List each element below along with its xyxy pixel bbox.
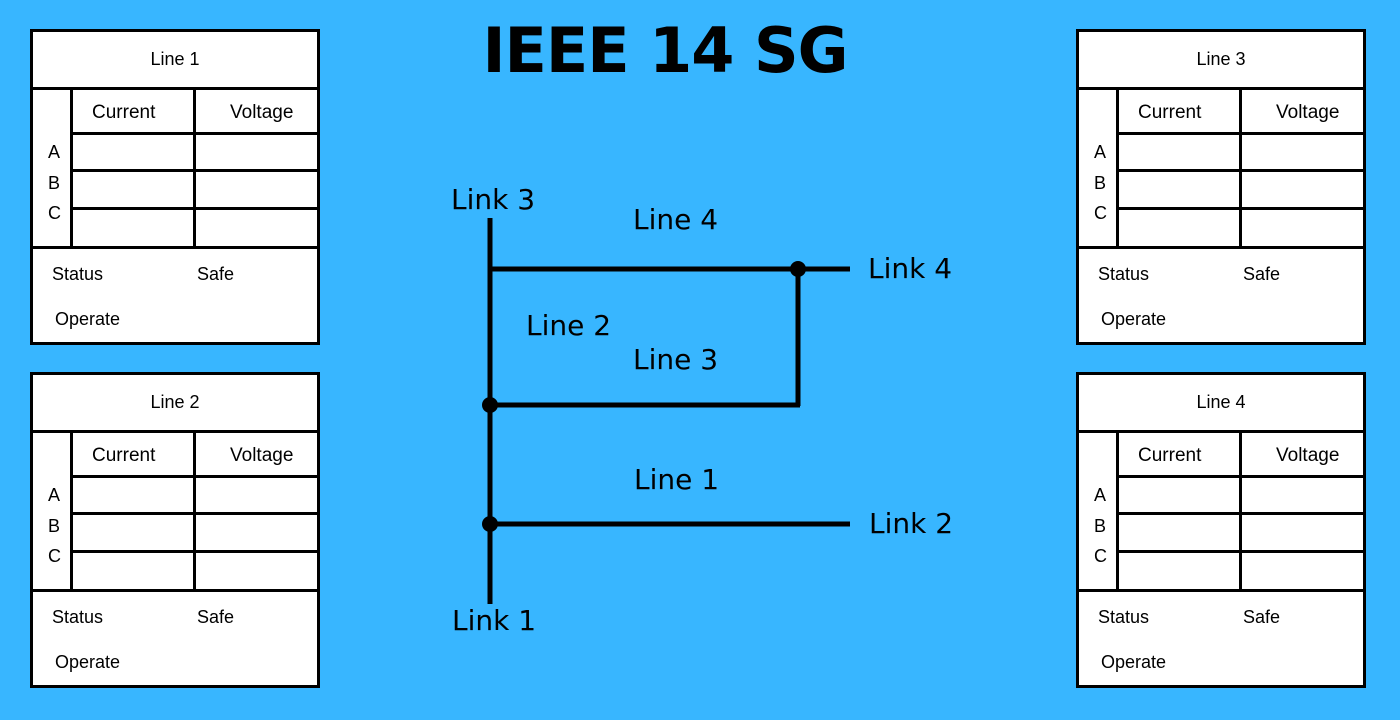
current-column-header: Current [1138, 445, 1202, 466]
table-divider [73, 550, 320, 553]
voltage-column-header: Voltage [230, 445, 294, 466]
status-value: Safe [1243, 264, 1281, 284]
current-column-header: Current [92, 445, 156, 466]
operate-button[interactable]: Operate [1101, 652, 1167, 672]
phase-a-label: A [48, 142, 61, 162]
status-area: Status Safe Operate [33, 589, 317, 688]
table-column-divider [1239, 90, 1242, 247]
line-4-label: Line 4 [633, 203, 719, 236]
line-1-label: Line 1 [634, 463, 720, 496]
table-column-divider [193, 433, 196, 590]
line-1-panel: Line 1 Current Voltage A B C Status Safe… [30, 29, 320, 345]
line-3-panel: Line 3 Current Voltage A B C Status Safe… [1076, 29, 1366, 345]
status-area: Status Safe Operate [1079, 246, 1363, 345]
phase-b-label: B [48, 516, 61, 536]
table-divider [1119, 475, 1366, 478]
status-label: Status [52, 607, 104, 627]
phase-column [1079, 90, 1119, 247]
status-area: Status Safe Operate [33, 246, 317, 345]
phase-b-label: B [1094, 173, 1107, 193]
voltage-column-header: Voltage [1276, 445, 1340, 466]
table-divider [1119, 512, 1366, 515]
page-title: IEEE 14 SG [482, 14, 848, 87]
phase-c-label: C [1094, 546, 1107, 566]
line-3-label: Line 3 [633, 343, 719, 376]
operate-button[interactable]: Operate [55, 652, 121, 672]
table-divider [73, 475, 320, 478]
panel-title: Line 1 [33, 32, 317, 90]
link-2-label: Link 2 [869, 507, 954, 540]
line-2-label: Line 2 [526, 309, 612, 342]
link-4-label: Link 4 [868, 252, 953, 285]
status-label: Status [52, 264, 104, 284]
table-divider [1119, 550, 1366, 553]
table-column-divider [1239, 433, 1242, 590]
phase-c-label: C [48, 546, 61, 566]
table-divider [1119, 207, 1366, 210]
phase-c-label: C [1094, 203, 1107, 223]
phase-column [33, 90, 73, 247]
table-divider [73, 207, 320, 210]
status-value: Safe [197, 607, 235, 627]
junction-node-line3 [482, 397, 498, 413]
phase-c-label: C [48, 203, 61, 223]
voltage-column-header: Voltage [1276, 102, 1340, 123]
phase-column [33, 433, 73, 590]
table-divider [1119, 132, 1366, 135]
phase-a-label: A [48, 485, 61, 505]
phase-a-label: A [1094, 485, 1107, 505]
status-area: Status Safe Operate [1079, 589, 1363, 688]
link-1-label: Link 1 [452, 604, 537, 637]
table-divider [73, 169, 320, 172]
status-value: Safe [1243, 607, 1281, 627]
operate-button[interactable]: Operate [1101, 309, 1167, 329]
panel-title: Line 4 [1079, 375, 1363, 433]
table-divider [73, 132, 320, 135]
voltage-column-header: Voltage [230, 102, 294, 123]
phase-b-label: B [48, 173, 61, 193]
link-3-label: Link 3 [451, 183, 536, 216]
table-column-divider [193, 90, 196, 247]
current-column-header: Current [92, 102, 156, 123]
junction-node-link4 [790, 261, 806, 277]
panel-title: Line 3 [1079, 32, 1363, 90]
junction-node-line1 [482, 516, 498, 532]
line-2-panel: Line 2 Current Voltage A B C Status Safe… [30, 372, 320, 688]
panel-title: Line 2 [33, 375, 317, 433]
phase-a-label: A [1094, 142, 1107, 162]
table-divider [1119, 169, 1366, 172]
operate-button[interactable]: Operate [55, 309, 121, 329]
status-label: Status [1098, 264, 1150, 284]
table-divider [73, 512, 320, 515]
status-label: Status [1098, 607, 1150, 627]
current-column-header: Current [1138, 102, 1202, 123]
line-4-panel: Line 4 Current Voltage A B C Status Safe… [1076, 372, 1366, 688]
status-value: Safe [197, 264, 235, 284]
phase-b-label: B [1094, 516, 1107, 536]
phase-column [1079, 433, 1119, 590]
